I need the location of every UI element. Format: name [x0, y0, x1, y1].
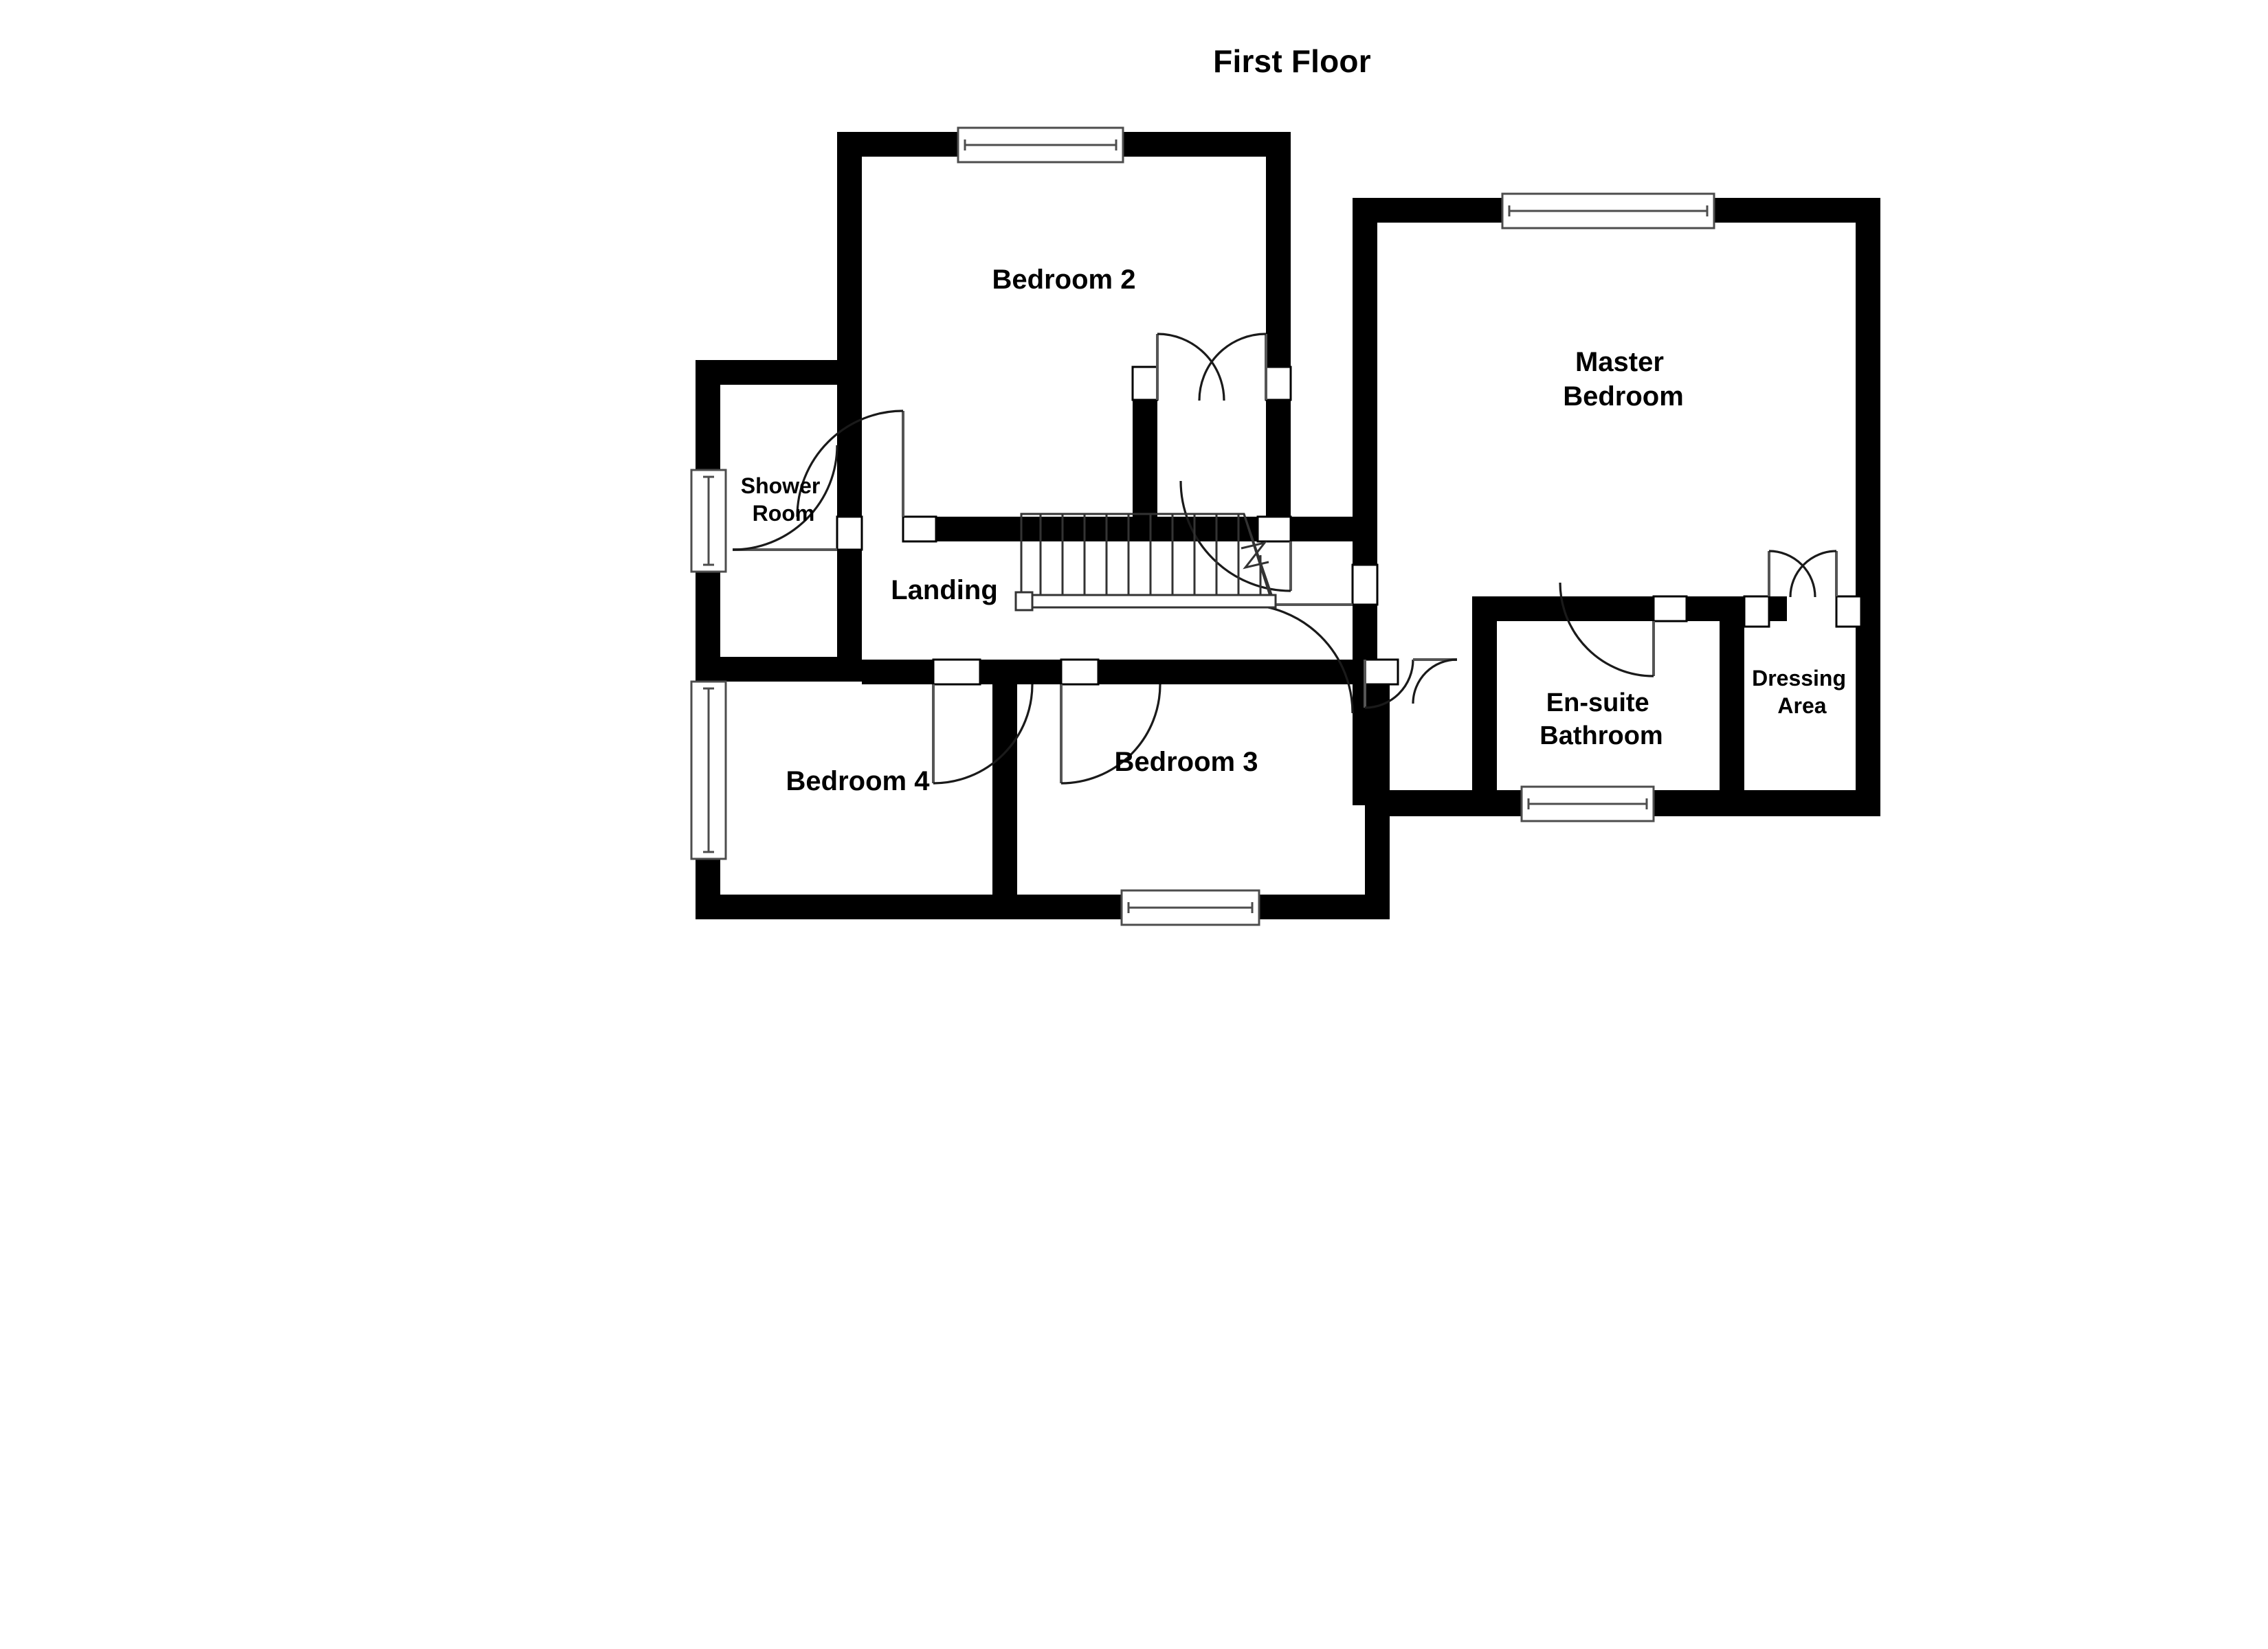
wall-alcove-left	[1133, 400, 1157, 541]
room-label-bedroom-4: Bedroom 4	[786, 766, 931, 796]
wall-landing-north-1	[936, 517, 1266, 541]
wall-bottom-left	[696, 895, 1390, 919]
wall-master-stub-1	[1291, 517, 1377, 541]
wall-outer-left-upper	[696, 360, 720, 470]
wall-ensuite-right	[1720, 596, 1744, 816]
door-airing-cupboard	[1131, 333, 1292, 401]
door-bedroom-4	[932, 658, 1034, 785]
wall-shower-right-lower	[837, 550, 862, 682]
room-label-dressing-area: Dressing Area	[1752, 666, 1852, 718]
wall-bedroom2-right	[1266, 132, 1291, 400]
room-labels: Bedroom 2 Master Bedroom Shower Room Lan…	[741, 265, 1852, 796]
door-en-suite-entry	[1364, 658, 1458, 709]
window-bedroom-4-left	[690, 680, 727, 860]
wall-master-left-upper	[1353, 198, 1377, 565]
door-shower-room	[732, 445, 863, 551]
window-en-suite-bottom	[1520, 785, 1655, 822]
wall-b3-b4-divider	[992, 684, 1017, 919]
room-label-bedroom-3: Bedroom 3	[1115, 747, 1258, 777]
door-en-suite-inner	[1559, 582, 1688, 677]
wall-shower-right-upper	[837, 385, 862, 517]
room-label-en-suite-bathroom: En-suite Bathroom	[1539, 688, 1663, 750]
staircase	[1014, 513, 1277, 612]
room-label-bedroom-2: Bedroom 2	[992, 265, 1136, 295]
window-bedroom-2-top	[957, 126, 1124, 164]
wall-landing-south	[862, 660, 933, 684]
page-title-text: First Floor	[1213, 43, 1371, 79]
wall-master-right	[1856, 198, 1880, 816]
room-label-master-bedroom: Master Bedroom	[1563, 347, 1684, 412]
wall-landing-south-2	[980, 660, 1061, 684]
wall-ensuite-top	[1497, 596, 1744, 621]
doors	[732, 333, 1863, 785]
room-label-shower-room: Shower Room	[741, 473, 826, 526]
door-bedroom-2	[796, 410, 937, 543]
window-shower-room-left	[690, 469, 727, 573]
door-bedroom-3	[1060, 658, 1161, 785]
windows	[690, 126, 1715, 926]
page-title: First Floor	[0, 43, 2268, 80]
wall-ensuite-left	[1472, 596, 1497, 816]
window-master-top	[1501, 192, 1715, 229]
wall-landing-south-3	[1098, 660, 1377, 684]
window-bedroom-3-bottom	[1120, 889, 1260, 926]
wall-shower-top	[696, 360, 862, 385]
wall-shower-bottom	[696, 657, 862, 682]
walls	[696, 132, 1880, 919]
door-dressing-area	[1743, 550, 1863, 628]
room-label-landing: Landing	[891, 575, 998, 605]
